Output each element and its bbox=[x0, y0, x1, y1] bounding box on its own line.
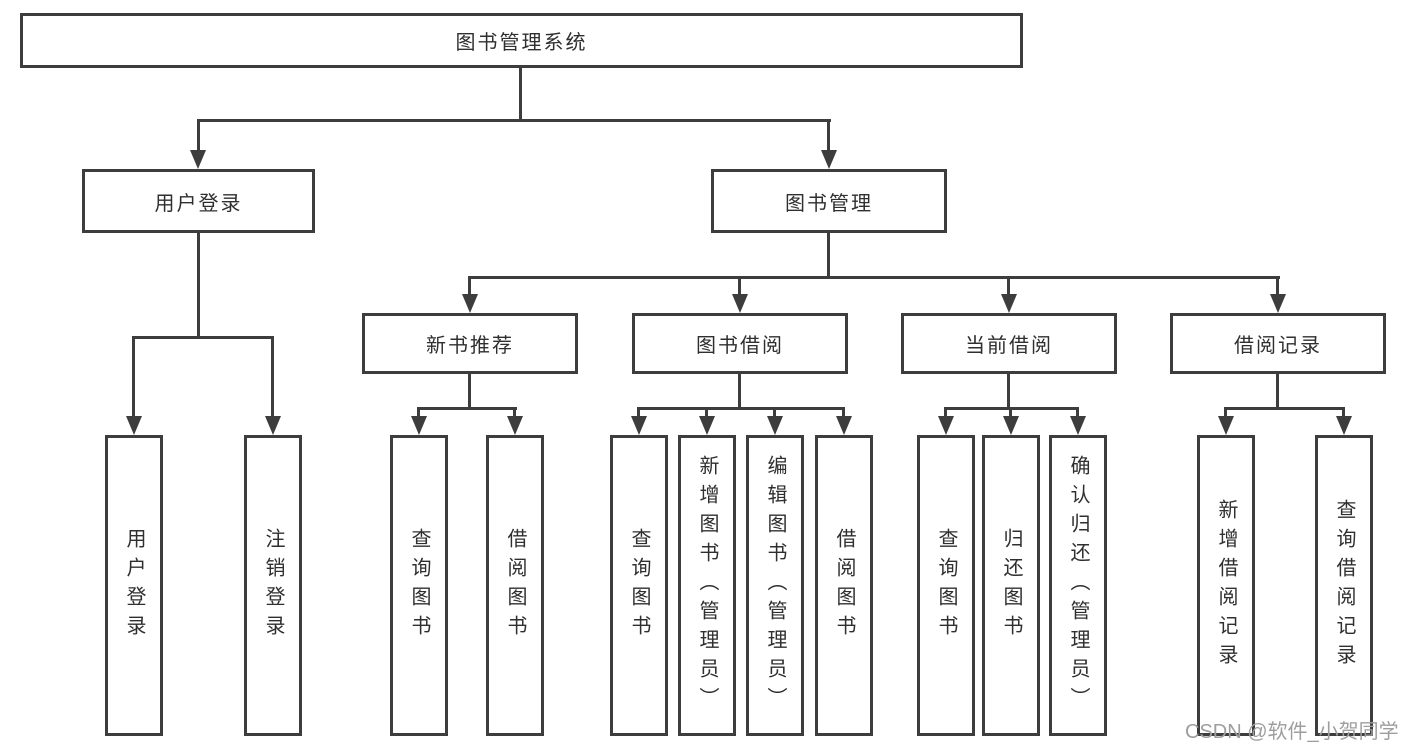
arrowhead-icon bbox=[1070, 416, 1086, 435]
edge-leaf-stem bbox=[944, 409, 947, 418]
node-library-management-system: 图书管理系统 bbox=[20, 13, 1023, 68]
node-label: 借阅图书 bbox=[504, 527, 526, 644]
edge-level2-rail bbox=[197, 119, 831, 122]
edge-user-login-rail bbox=[132, 336, 274, 339]
node-user-login-leaf: 用户登录 bbox=[105, 435, 163, 736]
edge-current-borrowing-rail bbox=[944, 407, 1079, 410]
arrowhead-icon bbox=[767, 416, 783, 435]
edge-leaf-stem bbox=[705, 409, 708, 418]
node-add-books-admin: 新增图书（管理员） bbox=[678, 435, 736, 736]
edge-to-new-book bbox=[468, 278, 471, 295]
edge-book-borrowing-rail bbox=[637, 407, 845, 410]
node-label: 查询图书 bbox=[408, 527, 430, 644]
arrowhead-icon bbox=[1218, 416, 1234, 435]
edge-new-book-rail bbox=[417, 407, 517, 410]
arrowhead-icon bbox=[821, 150, 837, 169]
node-query-books-3: 查询图书 bbox=[917, 435, 975, 736]
edge-to-logout-leaf bbox=[271, 338, 274, 417]
node-query-books-2: 查询图书 bbox=[610, 435, 668, 736]
node-label: 借阅图书 bbox=[833, 527, 855, 644]
edge-to-user-login bbox=[197, 121, 200, 151]
node-book-management-branch: 图书管理 bbox=[711, 169, 947, 233]
node-label: 借阅记录 bbox=[1234, 335, 1322, 357]
edge-to-current-borrowing bbox=[1007, 278, 1010, 295]
arrowhead-icon bbox=[265, 416, 281, 435]
node-edit-books-admin: 编辑图书（管理员） bbox=[746, 435, 804, 736]
arrowhead-icon bbox=[1270, 294, 1286, 313]
node-label: 用户登录 bbox=[154, 192, 243, 215]
node-label: 确认归还（管理员） bbox=[1067, 455, 1089, 716]
node-borrow-books-2: 借阅图书 bbox=[815, 435, 873, 736]
edge-to-book-borrowing bbox=[738, 278, 741, 295]
node-label: 图书管理 bbox=[785, 192, 873, 215]
edge-book-borrowing-stem bbox=[738, 374, 741, 410]
edge-leaf-stem bbox=[637, 409, 640, 418]
node-label: 图书借阅 bbox=[696, 335, 784, 357]
node-user-login-branch: 用户登录 bbox=[82, 169, 315, 233]
node-label: 新书推荐 bbox=[426, 335, 514, 357]
node-label: 新增图书（管理员） bbox=[696, 455, 718, 716]
edge-level3-rail bbox=[468, 276, 1280, 279]
arrowhead-icon bbox=[507, 416, 523, 435]
arrowhead-icon bbox=[411, 416, 427, 435]
edge-leaf-stem bbox=[1224, 409, 1227, 418]
edge-leaf-stem bbox=[842, 409, 845, 418]
node-add-borrow-record: 新增借阅记录 bbox=[1197, 435, 1255, 736]
edge-leaf-stem bbox=[1009, 409, 1012, 418]
edge-book-management-stem bbox=[827, 233, 830, 276]
node-label: 查询借阅记录 bbox=[1333, 498, 1355, 673]
node-query-books-1: 查询图书 bbox=[390, 435, 448, 736]
edge-to-book-management bbox=[827, 121, 830, 151]
node-borrowing-records: 借阅记录 bbox=[1170, 313, 1386, 374]
node-label: 新增借阅记录 bbox=[1215, 498, 1237, 673]
node-label: 查询图书 bbox=[935, 527, 957, 644]
node-label: 注销登录 bbox=[262, 527, 284, 644]
node-book-borrowing: 图书借阅 bbox=[632, 313, 848, 374]
arrowhead-icon bbox=[1336, 416, 1352, 435]
edge-user-login-stem bbox=[197, 233, 200, 336]
edge-borrow-records-stem bbox=[1276, 374, 1279, 410]
node-borrow-books-1: 借阅图书 bbox=[486, 435, 544, 736]
arrowhead-icon bbox=[462, 294, 478, 313]
node-label: 编辑图书（管理员） bbox=[764, 455, 786, 716]
node-label: 用户登录 bbox=[123, 527, 145, 644]
arrowhead-icon bbox=[1001, 294, 1017, 313]
arrowhead-icon bbox=[126, 416, 142, 435]
edge-new-book-stem bbox=[468, 374, 471, 410]
edge-current-borrowing-stem bbox=[1007, 374, 1010, 410]
arrowhead-icon bbox=[836, 416, 852, 435]
edge-leaf-stem bbox=[513, 409, 516, 418]
node-return-books: 归还图书 bbox=[982, 435, 1040, 736]
node-label: 归还图书 bbox=[1000, 527, 1022, 644]
node-query-borrow-record: 查询借阅记录 bbox=[1315, 435, 1373, 736]
edge-leaf-stem bbox=[417, 409, 420, 418]
arrowhead-icon bbox=[631, 416, 647, 435]
arrowhead-icon bbox=[190, 150, 206, 169]
edge-borrow-records-rail bbox=[1224, 407, 1345, 410]
arrowhead-icon bbox=[699, 416, 715, 435]
node-label: 图书管理系统 bbox=[455, 32, 588, 54]
node-label: 当前借阅 bbox=[965, 335, 1053, 357]
node-confirm-return-admin: 确认归还（管理员） bbox=[1049, 435, 1107, 736]
node-label: 查询图书 bbox=[628, 527, 650, 644]
node-logout-leaf: 注销登录 bbox=[244, 435, 302, 736]
node-current-borrowing: 当前借阅 bbox=[901, 313, 1117, 374]
csdn-watermark: CSDN @软件_小贺同学 bbox=[1185, 721, 1399, 743]
edge-leaf-stem bbox=[1076, 409, 1079, 418]
arrowhead-icon bbox=[732, 294, 748, 313]
edge-to-login-leaf bbox=[132, 338, 135, 417]
edge-leaf-stem bbox=[773, 409, 776, 418]
edge-root-stem bbox=[519, 68, 522, 119]
edge-leaf-stem bbox=[1342, 409, 1345, 418]
arrowhead-icon bbox=[938, 416, 954, 435]
edge-to-borrow-records bbox=[1276, 278, 1279, 295]
arrowhead-icon bbox=[1003, 416, 1019, 435]
node-new-book-recommendation: 新书推荐 bbox=[362, 313, 578, 374]
